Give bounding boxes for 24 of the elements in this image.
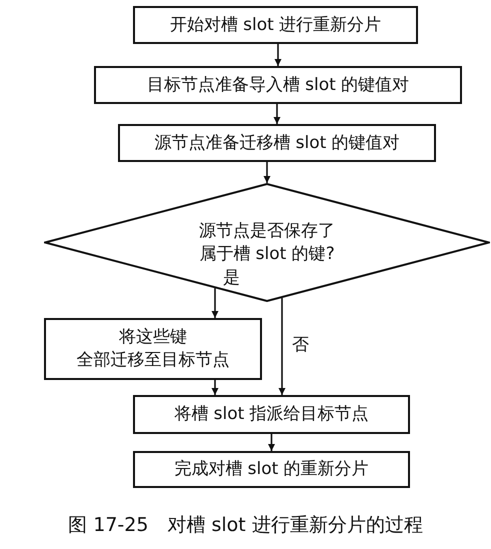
step-text: 源节点准备迁移槽 slot 的键值对 [154, 132, 400, 154]
arrow [268, 434, 275, 451]
process-box [133, 451, 410, 488]
edge-label: 是 [221, 268, 242, 288]
decision-diamond [44, 183, 490, 302]
edge-label: 否 [290, 335, 311, 356]
process-box [133, 6, 418, 44]
process-box [118, 124, 436, 162]
arrow [274, 104, 280, 124]
step-text: 将槽 slot 指派给目标节点 [174, 403, 369, 426]
arrow [278, 298, 286, 395]
step-text: 完成对槽 slot 的重新分片 [174, 458, 369, 481]
process-box [133, 395, 410, 434]
process-box [44, 318, 262, 380]
decision-text: 源节点是否保存了属于槽 slot 的键? [198, 220, 336, 266]
arrow [212, 380, 218, 395]
process-box [94, 66, 462, 104]
step-text: 将这些键全部迁移至目标节点 [76, 326, 230, 372]
caption: 图 17-25 对槽 slot 进行重新分片的过程 [67, 513, 424, 538]
arrow [264, 162, 270, 183]
arrow [212, 288, 218, 318]
step-text: 目标节点准备导入槽 slot 的键值对 [146, 74, 410, 96]
step-text: 开始对槽 slot 进行重新分片 [170, 14, 382, 36]
arrow [274, 44, 282, 66]
